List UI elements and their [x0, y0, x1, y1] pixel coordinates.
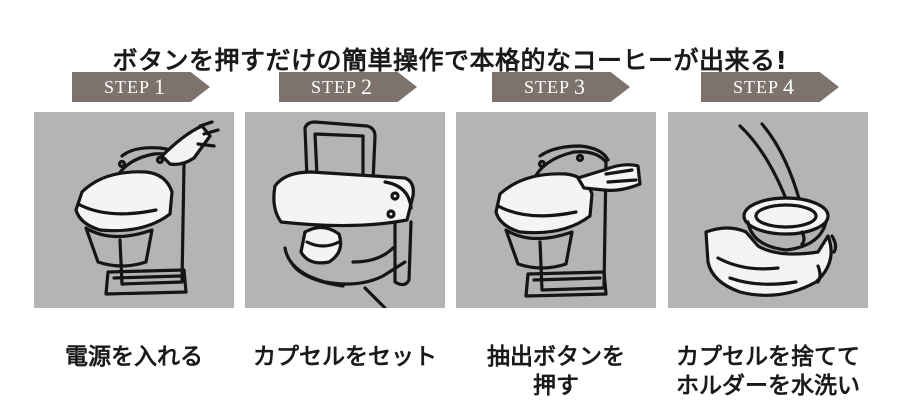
step-3-caption-line-2: 押す	[533, 373, 579, 399]
step-3-illustration	[456, 112, 656, 308]
step-3-caption-line-1: 抽出ボタンを	[487, 344, 625, 370]
step-2-caption: カプセルをセット	[231, 343, 459, 372]
step-3-badge-number: 3	[574, 74, 586, 99]
step-3-badge: STEP 3	[492, 72, 630, 102]
step-1-caption-line-1: 電源を入れる	[65, 344, 203, 370]
step-4-badge: STEP 4	[701, 72, 839, 102]
step-4-caption-line-2: ホルダーを水洗い	[676, 373, 860, 399]
step-3: STEP 3 抽出ボタンを 押す	[456, 72, 656, 399]
step-4-caption: カプセルを捨てて ホルダーを水洗い	[654, 343, 882, 401]
step-4-caption-line-1: カプセルを捨てて	[676, 344, 860, 370]
step-1: STEP 1 電源を入れる	[34, 72, 234, 392]
step-1-badge-number: 1	[154, 74, 166, 99]
step-4: STEP 4 カプセルを捨てて ホルダーを水洗い	[668, 72, 868, 399]
step-2-illustration	[245, 112, 445, 308]
step-4-badge-word: STEP	[732, 76, 779, 97]
step-2: STEP 2 カプセルをセット	[245, 72, 445, 392]
step-1-badge: STEP 1	[72, 72, 210, 102]
step-2-caption-line-1: カプセルをセット	[253, 344, 437, 370]
step-2-badge-word: STEP	[310, 76, 357, 97]
hand-pressing-power-switch-icon	[74, 120, 220, 296]
finger-pressing-brew-button-icon	[494, 144, 642, 298]
step-1-illustration	[34, 112, 234, 308]
hand-inserting-capsule-icon	[272, 120, 415, 308]
step-1-badge-word: STEP	[103, 76, 150, 97]
step-2-badge: STEP 2	[279, 72, 417, 102]
step-3-badge-word: STEP	[523, 76, 570, 97]
step-1-caption: 電源を入れる	[20, 343, 248, 372]
step-4-illustration	[668, 112, 868, 308]
step-2-badge-number: 2	[361, 74, 373, 99]
step-3-caption: 抽出ボタンを 押す	[442, 343, 670, 401]
step-4-badge-number: 4	[783, 74, 795, 99]
capsule-holder-rinsing-icon	[704, 122, 838, 297]
headline: ボタンを押すだけの簡単操作で本格的なコーヒーが出来る!	[112, 45, 788, 75]
